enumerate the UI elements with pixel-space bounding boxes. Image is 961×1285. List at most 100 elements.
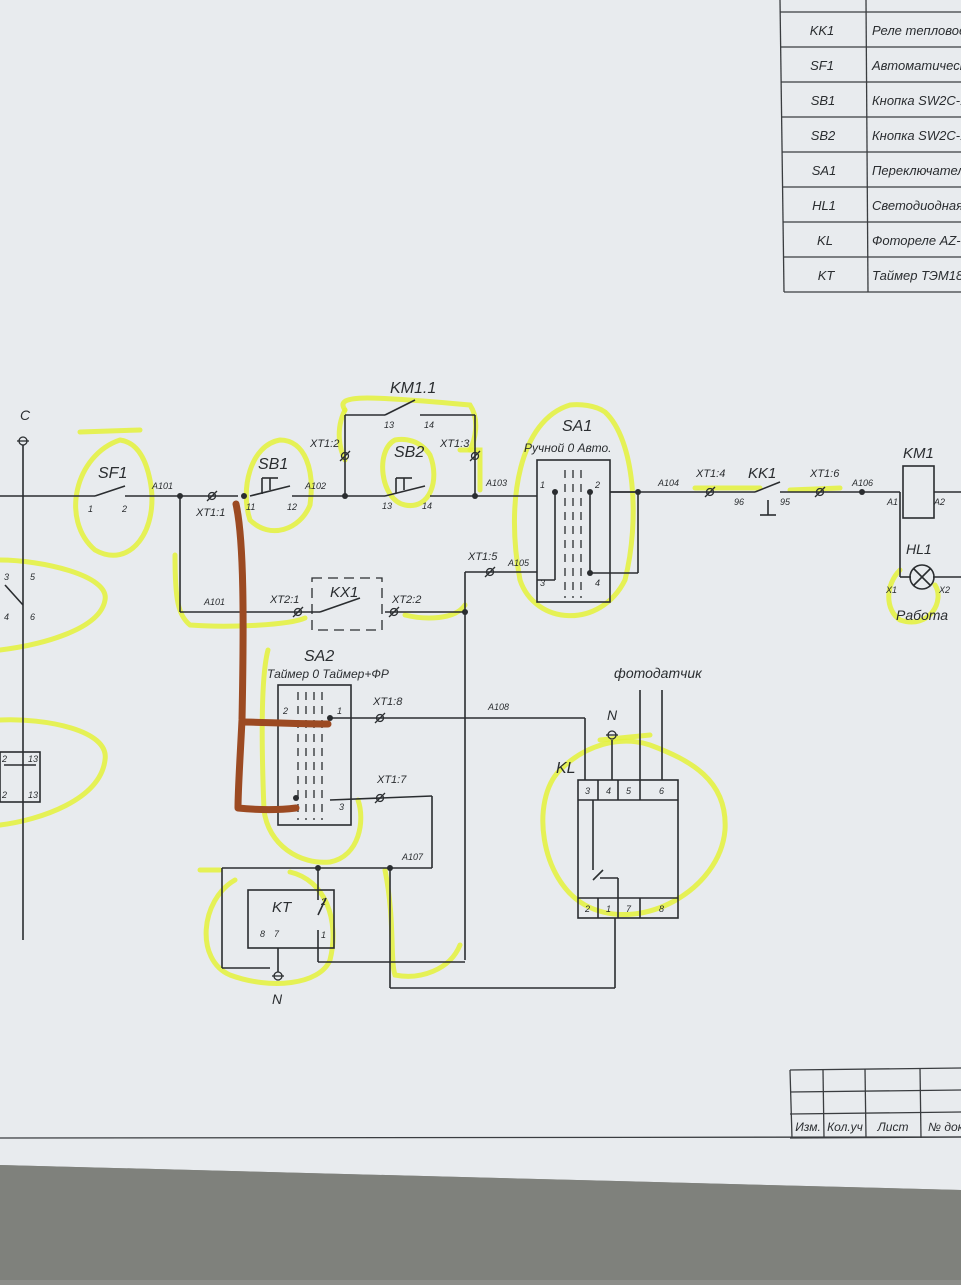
pin: 3 xyxy=(585,786,590,796)
pin: 4 xyxy=(606,786,611,796)
pin: X2 xyxy=(938,585,950,595)
pin: 1 xyxy=(606,904,611,914)
pin: 8 xyxy=(659,904,664,914)
legend-code-8: KT xyxy=(818,268,836,283)
legend-desc-6: Светодиодная л xyxy=(872,198,961,213)
sa1-modes-label: Ручной 0 Авто. xyxy=(524,441,612,455)
xt13-label: XT1:3 xyxy=(439,438,470,450)
xt22-label: XT2:2 xyxy=(391,594,421,606)
header-list: Лист xyxy=(877,1120,909,1134)
pin: 4 xyxy=(4,612,9,622)
pin: 12 xyxy=(287,502,297,512)
pin: 3 xyxy=(4,572,9,582)
sa1-label: SA1 xyxy=(562,418,592,435)
pin: 1 xyxy=(321,930,326,940)
pin: 5 xyxy=(626,786,632,796)
pin: 13 xyxy=(28,754,38,764)
pin: 13 xyxy=(28,790,38,800)
wire-a107: A107 xyxy=(401,852,424,862)
legend-code-5: SA1 xyxy=(812,163,837,178)
title-block xyxy=(0,1067,961,1139)
pin: 2 xyxy=(121,504,127,514)
marker-annotation xyxy=(232,500,332,813)
hl1-caption: Работа xyxy=(896,607,948,623)
wire-a105: A105 xyxy=(507,558,530,568)
sb1-label: SB1 xyxy=(258,456,288,473)
pin: A2 xyxy=(933,497,945,507)
pin: 95 xyxy=(780,497,791,507)
legend-desc-5: Переключатель xyxy=(872,163,961,178)
legend-rows: KK1 Реле тепловое I SF1 Автоматический S… xyxy=(810,23,961,283)
wire-a104: A104 xyxy=(657,478,679,488)
kx1-label: KX1 xyxy=(330,584,358,601)
desk-surface xyxy=(0,1165,961,1280)
legend-code-7: KL xyxy=(817,233,833,248)
wiring xyxy=(0,399,961,989)
xt21-label: XT2:1 xyxy=(269,594,299,606)
sa2-label: SA2 xyxy=(304,648,334,665)
pin: 11 xyxy=(246,502,255,512)
pin: 13 xyxy=(384,420,394,430)
legend-code-1: KK1 xyxy=(810,23,835,38)
wire-a101-bottom: A101 xyxy=(203,597,225,607)
kk1-label: KK1 xyxy=(748,465,776,482)
photo-sensor-label: фотодатчик xyxy=(614,665,703,681)
xt14-label: XT1:4 xyxy=(695,468,725,480)
legend-desc-2: Автоматический xyxy=(871,58,961,73)
legend-desc-4: Кнопка SW2C-1 xyxy=(872,128,961,143)
legend-code-4: SB2 xyxy=(811,128,836,143)
pin: 2 xyxy=(594,480,600,490)
pin: 6 xyxy=(30,612,35,622)
legend-code-6: HL1 xyxy=(812,198,836,213)
pin: 13 xyxy=(382,501,392,511)
neutral-label-1: N xyxy=(607,707,618,723)
wire-a101-top: A101 xyxy=(151,481,173,491)
pin: 2 xyxy=(1,790,7,800)
neutral-label-2: N xyxy=(272,991,283,1007)
xt15-label: XT1:5 xyxy=(467,551,498,563)
header-izm: Изм. xyxy=(795,1120,821,1134)
pin: 3 xyxy=(540,578,545,588)
terminal-labels: XT1:1 XT1:2 XT1:3 XT1:4 XT1:5 XT1:6 XT1:… xyxy=(195,438,840,786)
xt18-label: XT1:8 xyxy=(372,696,403,708)
pin: 1 xyxy=(540,480,545,490)
pin: 2 xyxy=(320,897,326,907)
pin: 1 xyxy=(337,706,342,716)
km11-label: KM1.1 xyxy=(390,380,436,397)
kt-label: KT xyxy=(272,899,293,916)
legend-desc-3: Кнопка SW2C-1 xyxy=(872,93,961,108)
pin: 2 xyxy=(1,754,7,764)
xt12-label: XT1:2 xyxy=(309,438,339,450)
sa2-modes-label: Таймер 0 Таймер+ФР xyxy=(267,667,389,681)
km1-label: KM1 xyxy=(903,445,934,462)
legend-code-3: SB1 xyxy=(811,93,836,108)
pin: 7 xyxy=(626,904,632,914)
junction-dots xyxy=(177,489,865,871)
xt17-label: XT1:7 xyxy=(376,774,407,786)
pin: 14 xyxy=(424,420,434,430)
legend-desc-8: Таймер ТЭМ181 xyxy=(872,268,961,283)
header-ndok: № док xyxy=(928,1120,961,1134)
pin: 3 xyxy=(339,802,344,812)
pin: 2 xyxy=(282,706,288,716)
wire-a108: A108 xyxy=(487,702,509,712)
pin: 2 xyxy=(584,904,590,914)
legend-table xyxy=(779,0,961,293)
wire-a103: A103 xyxy=(485,478,507,488)
pin: 14 xyxy=(422,501,432,511)
pin: X1 xyxy=(885,585,897,595)
pin: 5 xyxy=(30,572,36,582)
legend-desc-7: Фотореле AZ-B xyxy=(872,233,961,248)
pin: 8 xyxy=(260,929,265,939)
wire-a106: A106 xyxy=(851,478,873,488)
pin: 6 xyxy=(659,786,664,796)
switch-dashes xyxy=(297,470,582,820)
component-labels: C SF1 SB1 KM1.1 SB2 SA1 Ручной 0 Авто. K… xyxy=(20,380,948,1007)
sb2-label: SB2 xyxy=(394,444,424,461)
wire-labels: A101 A101 A102 A103 A104 A105 A106 A107 … xyxy=(151,478,873,862)
pin: A1 xyxy=(886,497,898,507)
pin: 4 xyxy=(595,578,600,588)
hl1-label: HL1 xyxy=(906,541,932,557)
